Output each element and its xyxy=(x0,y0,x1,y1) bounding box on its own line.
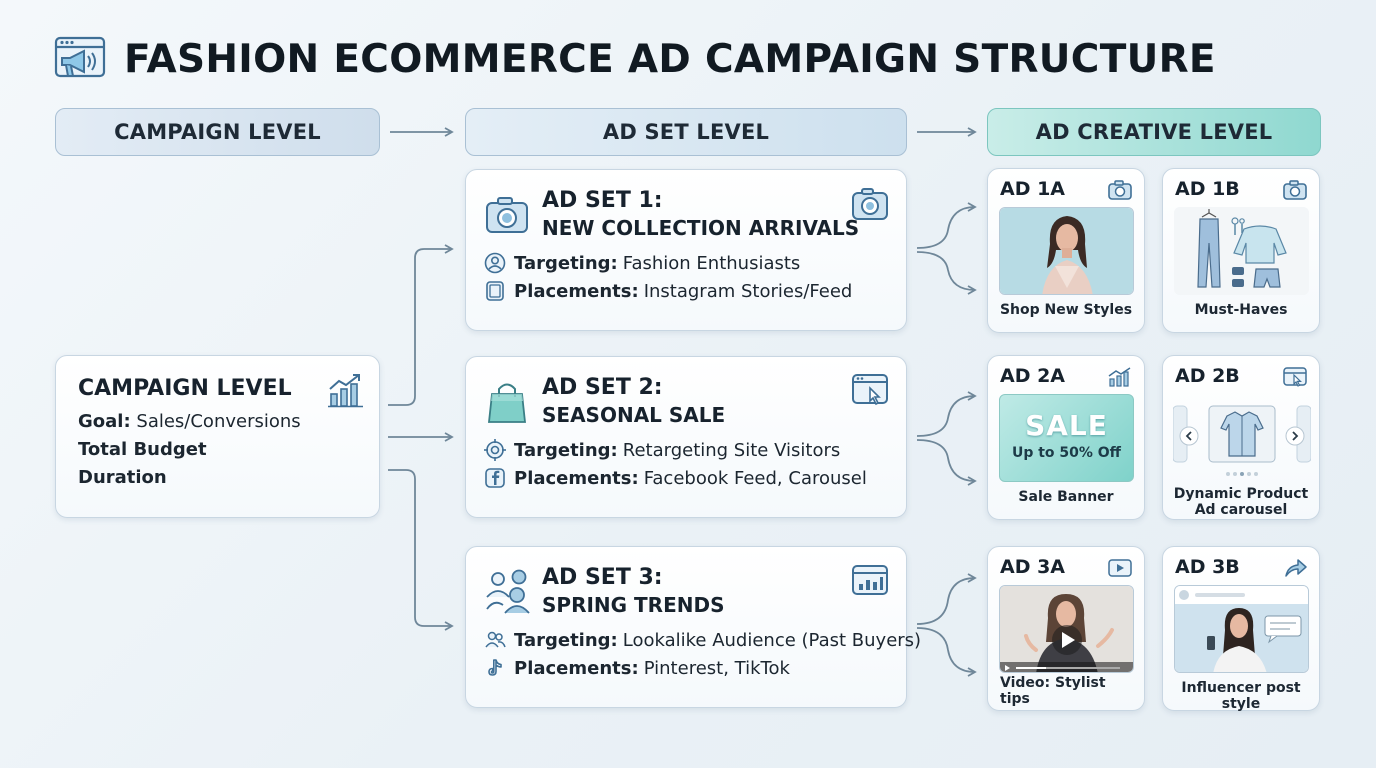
campaign-card-title: CAMPAIGN LEVEL xyxy=(78,376,292,401)
campaign-card: CAMPAIGN LEVEL Goal: Sales/Conversions T… xyxy=(55,355,380,518)
phone-icon xyxy=(484,280,506,302)
ad-3b-card: AD 3B Influencer post style xyxy=(1162,546,1320,712)
ad-2a-card: AD 2A SALE Up to 50% Off Sale Banner xyxy=(987,355,1145,520)
camera-icon xyxy=(1282,179,1308,201)
megaphone-browser-icon xyxy=(54,36,106,82)
ad-1b-label: AD 1B xyxy=(1175,178,1240,200)
ad-1a-card: AD 1A Shop New Styles xyxy=(987,168,1145,333)
ad-1a-caption: Shop New Styles xyxy=(999,302,1133,318)
analytics-window-icon xyxy=(850,561,890,601)
ad-set-2-card: AD SET 2: SEASONAL SALE Targeting: Retar… xyxy=(465,356,907,518)
ad-1b-caption: Must-Haves xyxy=(1194,302,1288,318)
shopping-bag-icon xyxy=(484,379,530,425)
adset-2-to-ad-2b xyxy=(916,439,977,486)
targeting-label: Targeting: xyxy=(514,439,618,461)
ad-set-1-name: NEW COLLECTION ARRIVALS xyxy=(542,216,860,240)
targeting-value: Retargeting Site Visitors xyxy=(622,439,841,461)
ad-set-2-name: SEASONAL SALE xyxy=(542,403,726,427)
ad-set-3-card: AD SET 3: SPRING TRENDS Targeting: Looka… xyxy=(465,546,921,708)
ad-set-3-placements: Placements: Pinterest, TikTok xyxy=(484,657,790,679)
tiktok-icon xyxy=(484,657,506,679)
header-ad-creative-level: AD CREATIVE LEVEL xyxy=(987,108,1321,156)
ad-set-2-title: AD SET 2: xyxy=(542,375,663,400)
ad-set-3-targeting: Targeting: Lookalike Audience (Past Buye… xyxy=(484,629,921,651)
placements-label: Placements: xyxy=(514,467,639,489)
targeting-value: Fashion Enthusiasts xyxy=(622,252,801,274)
goal-value: Sales/Conversions xyxy=(136,411,301,432)
campaign-goal: Goal: Sales/Conversions xyxy=(78,411,357,433)
camera-icon xyxy=(850,184,890,224)
placements-label: Placements: xyxy=(514,280,639,302)
adset-1-to-ad-1b xyxy=(916,251,977,295)
ad-set-1-targeting: Targeting: Fashion Enthusiasts xyxy=(484,252,800,274)
clothing-flatlay-image xyxy=(1174,207,1309,295)
adset-2-to-ad-2a xyxy=(916,391,977,437)
stylist-video-thumbnail[interactable] xyxy=(999,585,1134,673)
duration-label: Duration xyxy=(78,467,167,488)
chart-icon xyxy=(1107,366,1133,388)
adset-3-to-ad-3b xyxy=(916,627,977,677)
influencer-post-image xyxy=(1174,585,1309,673)
placements-value: Facebook Feed, Carousel xyxy=(643,467,867,489)
ad-set-1-placements: Placements: Instagram Stories/Feed xyxy=(484,280,852,302)
growth-chart-icon xyxy=(327,372,365,408)
ad-2a-label: AD 2A xyxy=(1000,365,1066,387)
carousel-prev-button[interactable] xyxy=(1179,426,1199,446)
ad-3a-card: AD 3A Video: Stylist tips xyxy=(987,546,1145,711)
carousel-next-button[interactable] xyxy=(1285,426,1305,446)
campaign-duration: Duration xyxy=(78,467,357,489)
share-arrow-icon xyxy=(1282,557,1308,579)
placements-label: Placements: xyxy=(514,657,639,679)
targeting-value: Lookalike Audience (Past Buyers) xyxy=(622,629,922,651)
adset-3-to-ad-3a xyxy=(916,573,977,625)
campaign-to-adset-3 xyxy=(388,469,454,631)
ad-set-1-card: AD SET 1: NEW COLLECTION ARRIVALS Target… xyxy=(465,169,907,331)
ad-3a-caption: Video: Stylist tips xyxy=(1000,675,1106,707)
placements-value: Pinterest, TikTok xyxy=(643,657,790,679)
play-icon xyxy=(1107,557,1133,579)
target-icon xyxy=(484,439,506,461)
header-campaign-level: CAMPAIGN LEVEL xyxy=(55,108,380,156)
adset-1-to-ad-1a xyxy=(916,202,977,249)
header-ad-set-level: AD SET LEVEL xyxy=(465,108,907,156)
facebook-icon xyxy=(484,467,506,489)
ad-2b-caption: Dynamic Product Ad carousel xyxy=(1173,486,1309,518)
campaign-budget: Total Budget xyxy=(78,439,357,461)
ad-set-3-title: AD SET 3: xyxy=(542,565,663,590)
budget-label: Total Budget xyxy=(78,439,207,460)
ad-set-1-title: AD SET 1: xyxy=(542,188,663,213)
goal-label: Goal: xyxy=(78,411,131,432)
camera-icon xyxy=(1107,179,1133,201)
ad-2b-label: AD 2B xyxy=(1175,365,1240,387)
targeting-label: Targeting: xyxy=(514,252,618,274)
browser-click-icon xyxy=(850,371,890,411)
targeting-label: Targeting: xyxy=(514,629,618,651)
ad-1a-label: AD 1A xyxy=(1000,178,1066,200)
user-icon xyxy=(484,252,506,274)
campaign-to-adset-1 xyxy=(388,244,454,406)
ad-3a-label: AD 3A xyxy=(1000,556,1066,578)
model-photo-image xyxy=(999,207,1134,295)
users-icon xyxy=(484,629,506,651)
ad-2a-caption: Sale Banner xyxy=(1018,489,1114,505)
ad-set-2-targeting: Targeting: Retargeting Site Visitors xyxy=(484,439,840,461)
camera-icon xyxy=(484,192,530,238)
sale-banner-subtitle: Up to 50% Off xyxy=(1011,445,1122,461)
ad-3b-label: AD 3B xyxy=(1175,556,1240,578)
page-title: FASHION ECOMMERCE AD CAMPAIGN STRUCTURE xyxy=(124,37,1216,82)
product-carousel xyxy=(1173,394,1311,482)
sale-banner-image: SALE Up to 50% Off xyxy=(999,394,1134,482)
ad-3b-caption: Influencer post style xyxy=(1181,680,1301,712)
ad-1b-card: AD 1B Must-Haves xyxy=(1162,168,1320,333)
placements-value: Instagram Stories/Feed xyxy=(643,280,853,302)
ad-set-2-placements: Placements: Facebook Feed, Carousel xyxy=(484,467,867,489)
audience-group-icon xyxy=(484,569,530,615)
browser-click-icon xyxy=(1282,366,1308,388)
ad-2b-card: AD 2B Dynamic Product Ad carousel xyxy=(1162,355,1320,520)
ad-set-3-name: SPRING TRENDS xyxy=(542,593,725,617)
sale-banner-title: SALE xyxy=(1025,409,1108,442)
